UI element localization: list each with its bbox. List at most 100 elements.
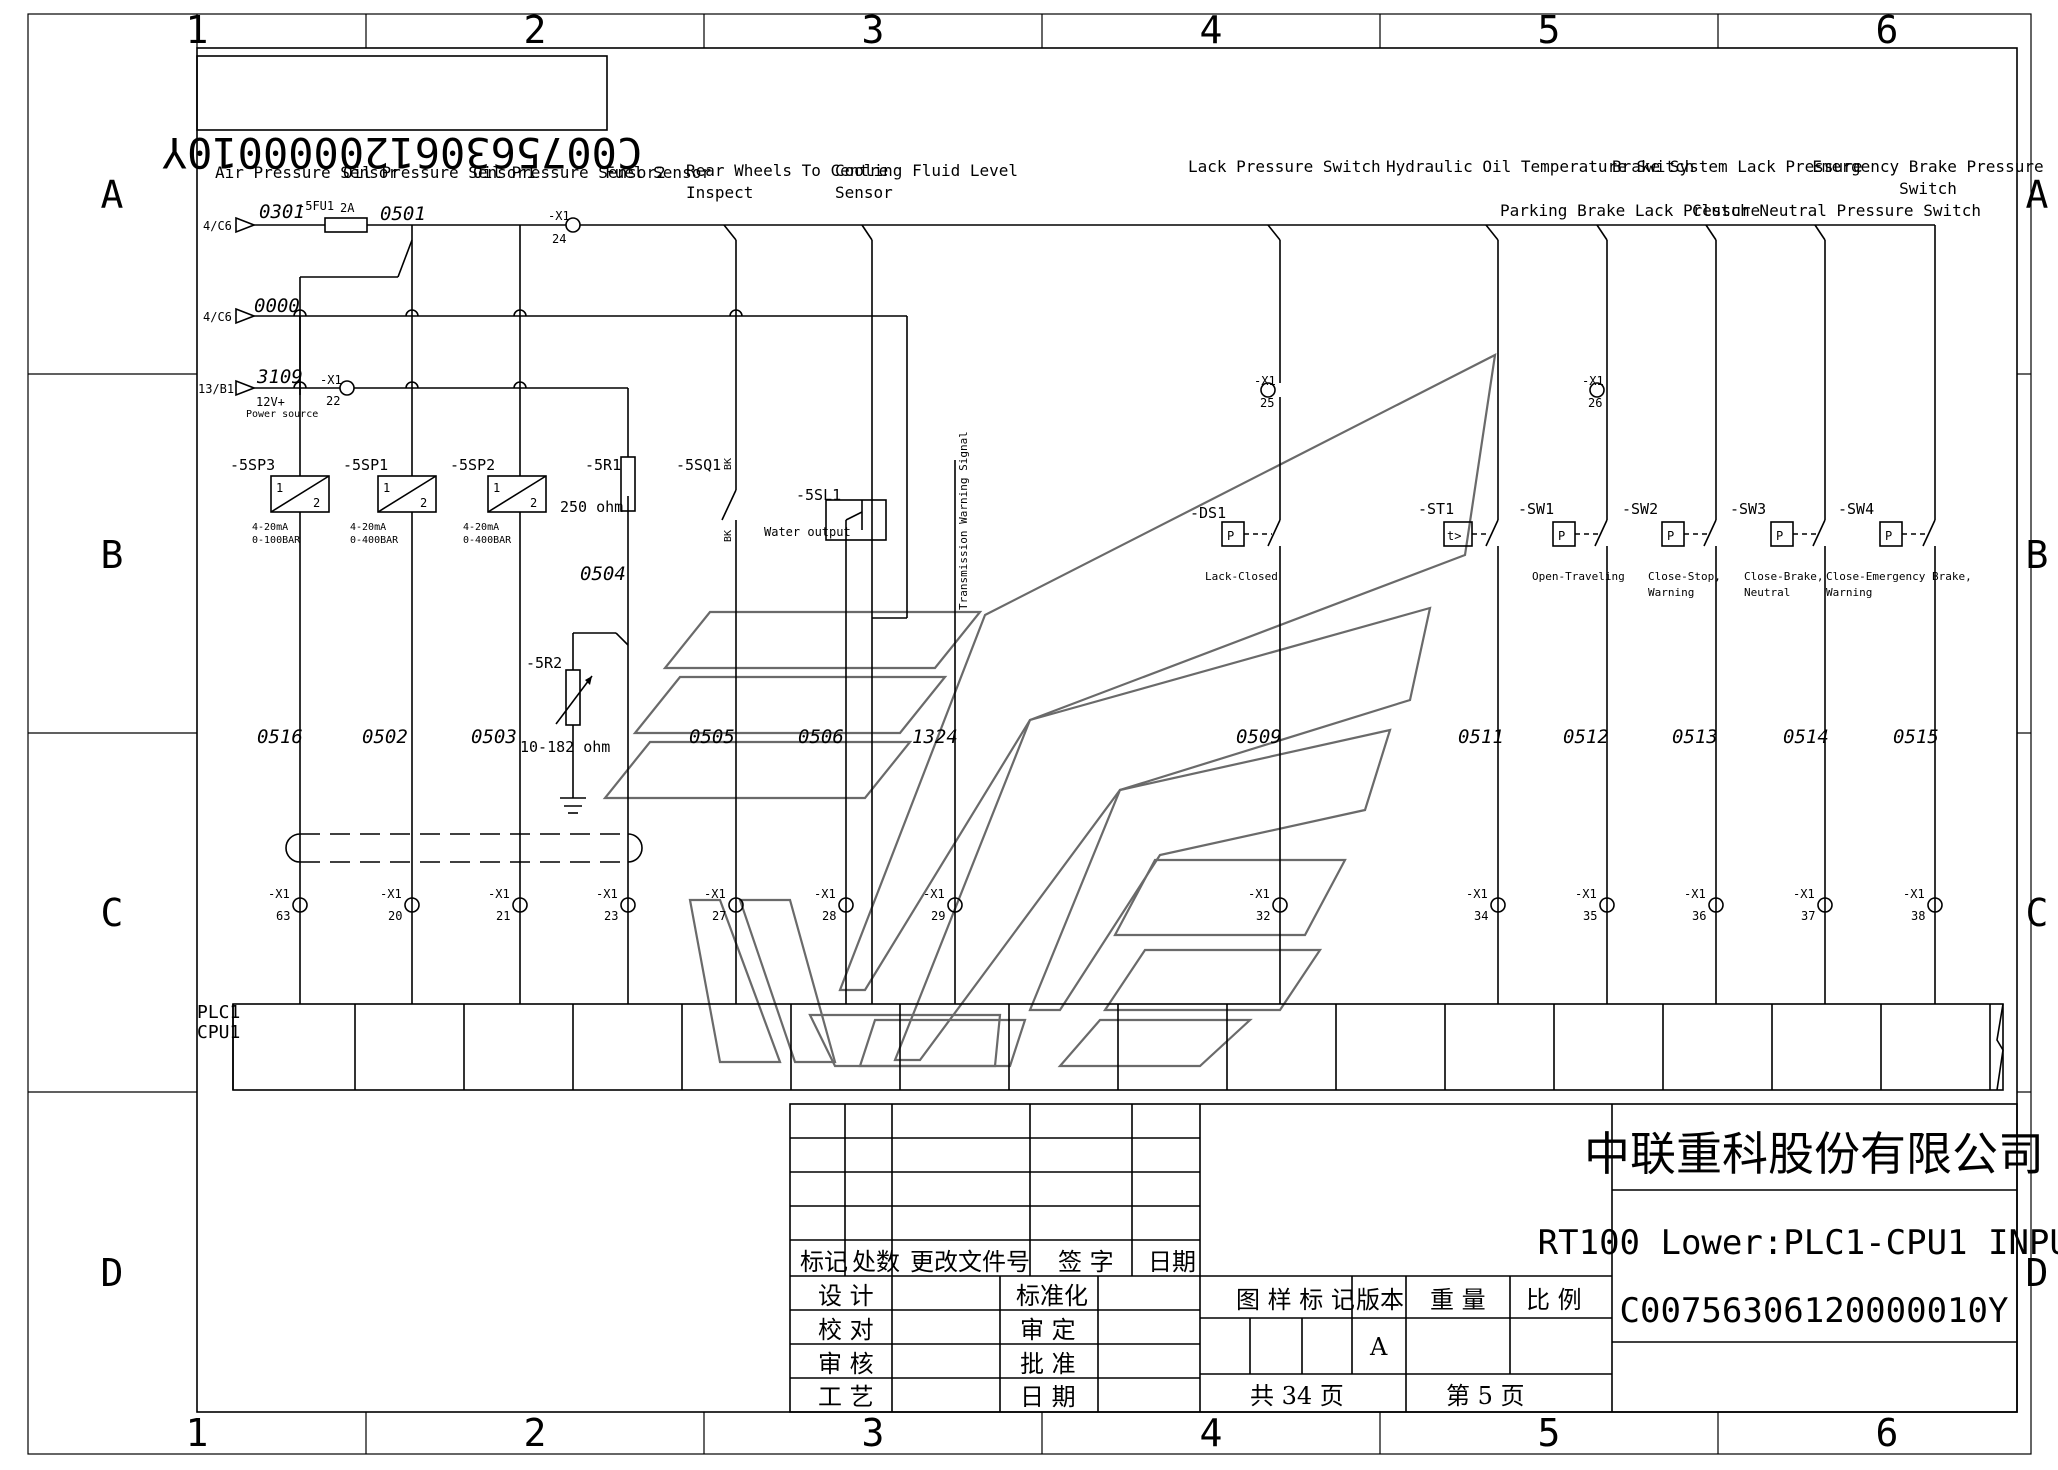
sp2-pin2: 2 [530, 496, 537, 510]
sw1-p: P [1558, 529, 1565, 543]
wire-0515: 0515 [1893, 726, 1939, 748]
label-emergency-1: Emergency Brake Pressure [1812, 157, 2043, 176]
sp2-pin1: 1 [493, 481, 500, 495]
mirrored-drawing-number: C00756306120000010Y [162, 55, 642, 177]
terminal-number: 21 [496, 909, 510, 923]
ds1-desc: Lack-Closed [1205, 570, 1278, 583]
terminal-number: 23 [604, 909, 618, 923]
switch-st1: t> -ST1 [1418, 500, 1499, 547]
sp3-range1: 4-20mA [252, 522, 288, 533]
sl1-water-output: Water output [764, 525, 851, 539]
col-label-3: 3 [862, 8, 885, 52]
cable-shield [285, 833, 643, 863]
resistor-r2: -5R2 10-182 ohm [520, 632, 629, 814]
sw4-p: P [1885, 529, 1892, 543]
bottom-terminals: -X163-X120-X121-X123-X127-X128-X129-X132… [268, 887, 1943, 923]
power-label-2: Power source [246, 409, 318, 420]
terminal-circle [292, 897, 308, 913]
terminal-26-num: 26 [1588, 396, 1602, 410]
label-emergency-2: Switch [1899, 179, 1957, 198]
plc-label-2: CPU1 [197, 1022, 240, 1043]
tb-weight: 重 量 [1430, 1286, 1486, 1314]
wire-0504: 0504 [580, 563, 626, 585]
wire-0514: 0514 [1783, 726, 1829, 748]
label-air-pressure: Air Pressure Sensor [215, 163, 398, 182]
r1-value: 250 ohm [560, 498, 623, 516]
sw4-desc1: Close-Emergency Brake, [1826, 570, 1972, 583]
terminal-tag: -X1 [1684, 887, 1706, 901]
sw2-tag: -SW2 [1622, 500, 1658, 518]
r2-tag: -5R2 [526, 654, 562, 672]
title-block [789, 1103, 2018, 1413]
sq1-bk-2: BK [723, 530, 734, 542]
col-label-5: 5 [1538, 8, 1561, 52]
terminal-tag: -X1 [596, 887, 618, 901]
tb-sign: 签 字 [1058, 1248, 1114, 1276]
switch-sw2: P -SW2 Close-Stop, Warning [1622, 500, 1721, 599]
label-rear-wheels-2: Inspect [686, 183, 753, 202]
terminal-number: 27 [712, 909, 726, 923]
terminal-number: 29 [931, 909, 945, 923]
terminal-26-circle [1589, 382, 1605, 398]
terminal-circle [1927, 897, 1943, 913]
tb-date: 日期 [1148, 1248, 1196, 1276]
terminal-tag: -X1 [1248, 887, 1270, 901]
wire-0509: 0509 [1236, 726, 1282, 748]
label-cooling-1: Cooling Fluid Level [835, 161, 1018, 180]
terminal-25-circle [1260, 382, 1276, 398]
transmission-signal-label: Transmission Warning Signal [957, 431, 970, 610]
sw3-desc1: Close-Brake, [1744, 570, 1823, 583]
terminal-circle [512, 897, 528, 913]
tb-process: 工 艺 [818, 1383, 874, 1411]
terminal-circle [728, 897, 744, 913]
plc-module: PLC1 CPU1 [197, 1002, 2004, 1091]
level-sensor-sl1: -5SL1 Water output [764, 486, 887, 1004]
terminal-tag: -X1 [1903, 887, 1925, 901]
sp3-pin2: 2 [313, 496, 320, 510]
terminal-circle [404, 897, 420, 913]
row-label-a: A [101, 173, 124, 217]
sw2-desc1: Close-Stop, [1648, 570, 1721, 583]
bus1-wire: 0301 [259, 201, 305, 223]
tb-version-value: A [1369, 1333, 1388, 1361]
sp3-tag: -5SP3 [230, 456, 275, 474]
grid-labels: 1 2 3 4 5 6 1 2 3 4 5 6 A B C D A B C D [101, 8, 2049, 1455]
terminal-tag: -X1 [704, 887, 726, 901]
terminal-circle [1490, 897, 1506, 913]
terminal-circle [838, 897, 854, 913]
tb-total-pages: 共 34 页 [1250, 1382, 1344, 1410]
watermark-logo [602, 353, 1497, 1068]
st1-symbol: t> [1447, 529, 1461, 543]
wire-0512: 0512 [1563, 726, 1609, 748]
bus-lines [235, 216, 1935, 457]
pressure-sensor-sp2: 1 2 -5SP2 4-20mA 0-400BAR [450, 456, 547, 546]
row-label-a-right: A [2026, 173, 2049, 217]
title-block-text: 标记 处数 更改文件号 签 字 日期 设 计 标准化 校 对 审 定 审 核 批… [800, 1127, 2058, 1411]
tb-version: 版本 [1356, 1286, 1404, 1314]
tb-doc: 更改文件号 [910, 1248, 1030, 1276]
wire-0502: 0502 [362, 726, 408, 748]
terminal-number: 32 [1256, 909, 1270, 923]
sw4-desc2: Warning [1826, 586, 1872, 599]
row-label-b-right: B [2026, 533, 2049, 577]
sw3-p: P [1776, 529, 1783, 543]
terminal-tag: -X1 [268, 887, 290, 901]
fuse-tag: -5FU1 [298, 199, 334, 213]
label-rear-wheels-1: Rear Wheels To Centre [686, 161, 888, 180]
tb-scale: 比 例 [1526, 1286, 1582, 1314]
tb-drawing-no: C00756306120000010Y [1620, 1291, 2009, 1331]
row-label-c: C [101, 891, 124, 935]
terminal-number: 28 [822, 909, 836, 923]
bus1-ref: 4/C6 [203, 219, 232, 233]
terminal-tag: -X1 [380, 887, 402, 901]
resistor-r1: -5R1 250 ohm [560, 456, 636, 516]
terminal-24-num: 24 [552, 232, 566, 246]
col-label-2: 2 [524, 8, 547, 52]
col-label-5-bottom: 5 [1538, 1411, 1561, 1455]
label-parking-brake: Parking Brake Lack Pressure [1500, 201, 1760, 220]
terminal-number: 34 [1474, 909, 1488, 923]
terminal-25-tag: -X1 [1254, 374, 1276, 388]
fuse-rating: 2A [340, 201, 355, 215]
tb-check: 校 对 [818, 1316, 874, 1344]
